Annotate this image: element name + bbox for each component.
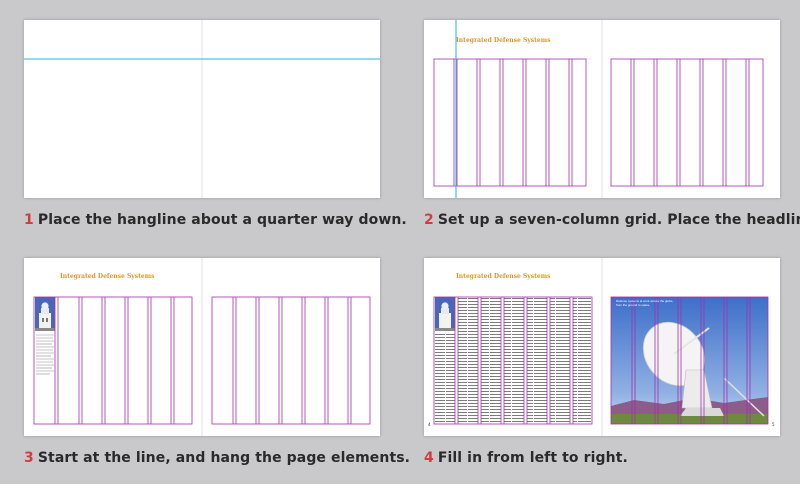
step-text: Fill in from left to right. [437, 450, 628, 466]
step-number: 4 [424, 450, 434, 466]
dish-photo [611, 297, 768, 424]
grid-left [33, 296, 193, 425]
intro-text-lines [36, 334, 54, 375]
grid-frame-left [433, 58, 587, 187]
spread-1 [24, 20, 380, 198]
step-number: 3 [24, 450, 34, 466]
spread-2: Integrated Defense Systems [424, 20, 780, 198]
step-text: Start at the line, and hang the page ele… [37, 450, 411, 466]
building-photo [435, 297, 455, 331]
body-text-columns [435, 297, 591, 424]
spread-3-graphics [33, 258, 371, 436]
headline: Integrated Defense Systems [456, 37, 551, 44]
spread-4: Integrated Defense Systems Defense syste… [424, 258, 780, 436]
grid-frame-right [610, 58, 764, 187]
spread-3: Integrated Defense Systems [24, 258, 380, 436]
spread-2-graphics [433, 20, 764, 198]
building-photo [35, 297, 55, 331]
step-number: 1 [24, 212, 34, 228]
step-text: Set up a seven-column grid. Place the he… [437, 212, 800, 228]
photo-caption: Defense systems at work across the globe… [616, 299, 674, 307]
step-text: Place the hangline about a quarter way d… [37, 212, 407, 228]
spread-1-graphics [24, 20, 380, 198]
grid-left [433, 296, 593, 425]
grid-right [610, 58, 764, 187]
step-number: 2 [424, 212, 434, 228]
grid-right [610, 296, 769, 425]
headline: Integrated Defense Systems [60, 273, 155, 280]
grid-right [211, 296, 371, 425]
headline: Integrated Defense Systems [456, 273, 551, 280]
grid-left [433, 58, 587, 187]
spread-4-graphics [433, 258, 769, 436]
page-number-right: 5 [772, 422, 775, 427]
page-number-left: 4 [428, 422, 431, 427]
